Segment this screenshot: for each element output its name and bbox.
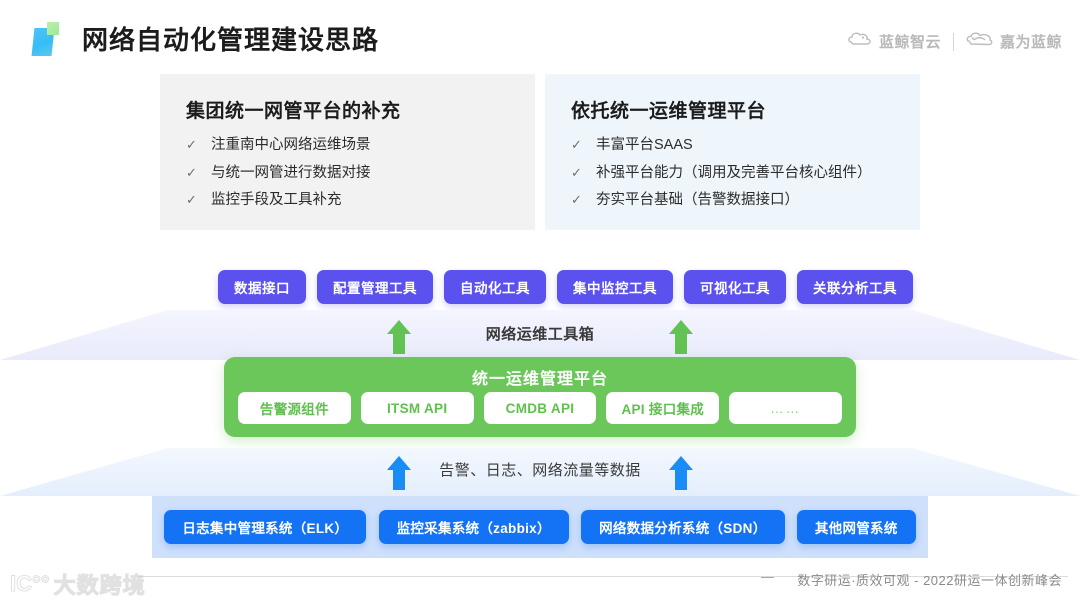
- system-box-monitoring-zabbix[interactable]: 监控采集系统（zabbix）: [378, 510, 569, 544]
- green-arrow-up-icon: [386, 319, 412, 355]
- cloud-whale-icon: [847, 30, 873, 53]
- toolbox-trapezoid: [0, 310, 1080, 360]
- brand-divider: [952, 32, 954, 51]
- card-title: 依托统一运维管理平台: [571, 101, 767, 122]
- footer-divider: [138, 576, 1068, 577]
- card-unified-ops-platform: 依托统一运维管理平台 ✓ 丰富平台SAAS ✓ 补强平台能力（调用及完善平台核心…: [545, 74, 920, 230]
- check-icon: ✓: [186, 192, 197, 208]
- tool-chip-config-management[interactable]: 配置管理工具: [317, 270, 433, 304]
- list-item: ✓ 与统一网管进行数据对接: [186, 165, 509, 182]
- brand-jiawei-lanjing: 嘉为蓝鲸: [966, 30, 1062, 53]
- check-icon: ✓: [571, 192, 582, 208]
- platform-title: 统一运维管理平台: [471, 371, 608, 388]
- platform-chip-alarm-source[interactable]: 告警源组件: [238, 392, 351, 424]
- system-box-log-elk[interactable]: 日志集中管理系统（ELK）: [164, 510, 367, 544]
- list-item-label: 丰富平台SAAS: [596, 137, 693, 153]
- platform-chip-cmdb-api[interactable]: CMDB API: [483, 392, 597, 424]
- blue-arrow-up-icon: [386, 455, 412, 491]
- source-systems-band: 日志集中管理系统（ELK） 监控采集系统（zabbix） 网络数据分析系统（SD…: [152, 496, 928, 558]
- tool-chip-data-interface[interactable]: 数据接口: [218, 270, 306, 304]
- platform-chip-itsm-api[interactable]: ITSM API: [360, 392, 474, 424]
- green-arrow-up-icon: [668, 319, 694, 355]
- platform-chip-api-integration[interactable]: API 接口集成: [606, 392, 720, 424]
- slide-header: 网络自动化管理建设思路 蓝鲸智云: [0, 0, 1080, 70]
- tool-chip-central-monitoring[interactable]: 集中监控工具: [557, 270, 673, 304]
- list-item-label: 注重南中心网络运维场景: [211, 137, 371, 153]
- list-item-label: 与统一网管进行数据对接: [211, 164, 371, 181]
- watermark-label: 大数跨境: [53, 573, 146, 599]
- list-item-label: 监控手段及工具补充: [211, 192, 342, 209]
- list-item: ✓ 注重南中心网络运维场景: [186, 137, 509, 154]
- unified-ops-platform-box: 统一运维管理平台 告警源组件 ITSM API CMDB API API 接口集…: [224, 357, 856, 437]
- footer-dash: —: [761, 569, 774, 584]
- tool-chip-row: 数据接口 配置管理工具 自动化工具 集中监控工具 可视化工具 关联分析工具: [218, 270, 913, 304]
- system-box-network-analysis-sdn[interactable]: 网络数据分析系统（SDN）: [581, 510, 785, 544]
- summary-cards: 集团统一网管平台的补充 ✓ 注重南中心网络运维场景 ✓ 与统一网管进行数据对接 …: [160, 74, 920, 230]
- blue-parallelogram-logo-icon: [31, 22, 59, 56]
- source-systems-row: 日志集中管理系统（ELK） 监控采集系统（zabbix） 网络数据分析系统（SD…: [152, 496, 928, 558]
- check-icon: ✓: [186, 164, 197, 180]
- list-item: ✓ 补强平台能力（调用及完善平台核心组件）: [571, 165, 894, 182]
- card-title: 集团统一网管平台的补充: [186, 101, 401, 122]
- tool-chip-automation[interactable]: 自动化工具: [444, 270, 546, 304]
- toolbox-label: 网络运维工具箱: [485, 326, 595, 343]
- platform-chip-more[interactable]: ……: [729, 392, 842, 424]
- check-icon: ✓: [571, 137, 582, 152]
- page-title: 网络自动化管理建设思路: [82, 25, 380, 55]
- architecture-stack: 数据接口 配置管理工具 自动化工具 集中监控工具 可视化工具 关联分析工具 网络…: [0, 262, 1080, 562]
- list-item: ✓ 夯实平台基础（告警数据接口）: [571, 192, 894, 209]
- check-icon: ✓: [571, 164, 582, 180]
- system-box-other-nms[interactable]: 其他网管系统: [796, 510, 916, 544]
- data-flow-label: 告警、日志、网络流量等数据: [439, 462, 641, 479]
- list-item-label: 夯实平台基础（告警数据接口）: [596, 192, 799, 209]
- brand-bar: 蓝鲸智云 嘉为蓝鲸: [847, 30, 1062, 53]
- data-flow-trapezoid: [0, 448, 1080, 496]
- cloud-whale-icon: [966, 30, 994, 53]
- footer-text: 数字研运·质效可观 - 2022研运一体创新峰会: [797, 573, 1062, 588]
- check-icon: ✓: [186, 137, 197, 152]
- brand-label: 蓝鲸智云: [878, 34, 941, 51]
- logo-green-square-shape: [47, 22, 59, 35]
- list-item-label: 补强平台能力（调用及完善平台核心组件）: [596, 164, 872, 181]
- brand-lanjing-zhiyun: 蓝鲸智云: [847, 30, 941, 53]
- watermark: IC°° 大数跨境: [10, 568, 146, 600]
- list-item: ✓ 监控手段及工具补充: [186, 192, 509, 209]
- list-item: ✓ 丰富平台SAAS: [571, 137, 894, 154]
- blue-arrow-up-icon: [668, 455, 694, 491]
- tool-chip-visualization[interactable]: 可视化工具: [684, 270, 786, 304]
- brand-label: 嘉为蓝鲸: [999, 34, 1062, 51]
- platform-chip-row: 告警源组件 ITSM API CMDB API API 接口集成 ……: [238, 392, 842, 424]
- watermark-icon: IC°°: [10, 571, 51, 597]
- tool-chip-correlation-analysis[interactable]: 关联分析工具: [797, 270, 913, 304]
- card-group-network-supplement: 集团统一网管平台的补充 ✓ 注重南中心网络运维场景 ✓ 与统一网管进行数据对接 …: [160, 74, 535, 230]
